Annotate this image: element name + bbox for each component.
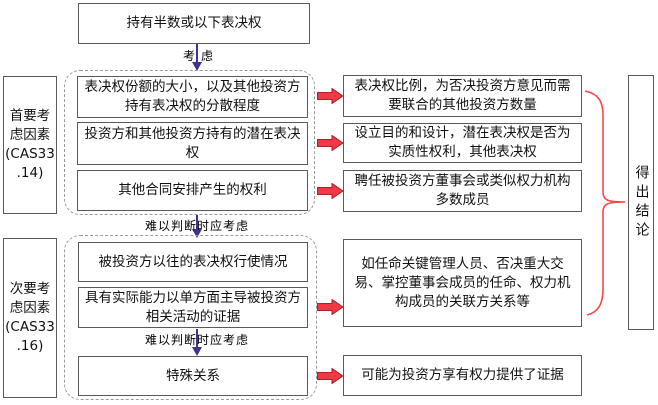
consider-label: 考虑 [182,49,219,63]
factor-label: 其他合同安排产生的权利 [118,182,267,198]
consideration-label: 如任命关键管理人员、否决重大交易、掌控董事会成员的任命、权力机构成员的关联方关系… [354,255,571,310]
consideration-label: 表决权比例，为否决投资方意见而需要联合的其他投资方数量 [354,78,571,113]
root-box-label: 持有半数或以下表决权 [126,15,262,31]
consideration-box-voting-ratio: 表决权比例，为否决投资方意见而需要联合的其他投资方数量 [343,75,582,117]
primary-side-label-text: 首要考 虑因素 (CAS33 .14) [5,108,55,181]
arrow-down-icon [192,329,202,356]
arrow-right-icon [317,88,344,104]
root-box: 持有半数或以下表决权 [78,3,310,44]
consideration-label: 设立目的和设计，潜在表决权是否为实质性权利，其他表决权 [354,125,571,160]
factor-box-practical-ability: 具有实际能力以单方面主导被投资方相关活动的证据 [78,287,308,328]
arrow-right-icon [317,183,344,199]
difficult-label-1: 难以判断时应考虑 [144,219,249,233]
arrow-right-icon [317,368,344,384]
arrow-right-icon [317,299,344,315]
primary-side-label: 首要考 虑因素 (CAS33 .14) [3,76,57,214]
factor-label: 具有实际能力以单方面主导被投资方相关活动的证据 [85,289,301,325]
factor-box-contract-rights: 其他合同安排产生的权利 [77,170,308,211]
factor-label: 特殊关系 [166,367,220,384]
primary-factors-group [64,70,315,215]
consideration-label: 可能为投资方享有权力提供了证据 [361,367,564,383]
factor-box-voting-share: 表决权份额的大小，以及其他投资方持有表决权的分散程度 [77,76,308,118]
conclusion-box: 得出结论 [628,75,654,330]
factor-box-potential-voting: 投资方和其他投资方持有的潜在表决权 [77,122,308,165]
consideration-label: 聘任被投资方董事会或类似权力机构多数成员 [354,173,571,208]
consideration-box-board-members: 聘任被投资方董事会或类似权力机构多数成员 [343,170,582,212]
arrow-right-icon [317,135,344,151]
factor-box-special-relationship: 特殊关系 [78,356,308,396]
factor-label: 表决权份额的大小，以及其他投资方持有表决权的分散程度 [84,79,301,114]
curly-brace-icon [584,90,626,316]
arrow-down-icon [192,44,202,71]
factor-box-past-voting: 被投资方以往的表决权行使情况 [78,242,308,282]
consideration-box-purpose-design: 设立目的和设计，潜在表决权是否为实质性权利，其他表决权 [343,123,582,163]
consideration-box-key-personnel: 如任命关键管理人员、否决重大交易、掌控董事会成员的任命、权力机构成员的关联方关系… [343,239,582,327]
secondary-side-label: 次要考 虑因素 (CAS33 .16) [3,238,57,398]
consideration-box-power-evidence: 可能为投资方享有权力提供了证据 [343,355,582,396]
secondary-side-label-text: 次要考 虑因素 (CAS33 .16) [5,281,55,354]
arrow-down-icon [192,215,202,238]
difficult-label-2: 难以判断时应考虑 [144,333,249,347]
secondary-factors-group [64,235,317,400]
factor-label: 被投资方以往的表决权行使情况 [98,253,288,270]
conclusion-label: 得出结论 [633,164,650,241]
factor-label: 投资方和其他投资方持有的潜在表决权 [84,125,301,161]
